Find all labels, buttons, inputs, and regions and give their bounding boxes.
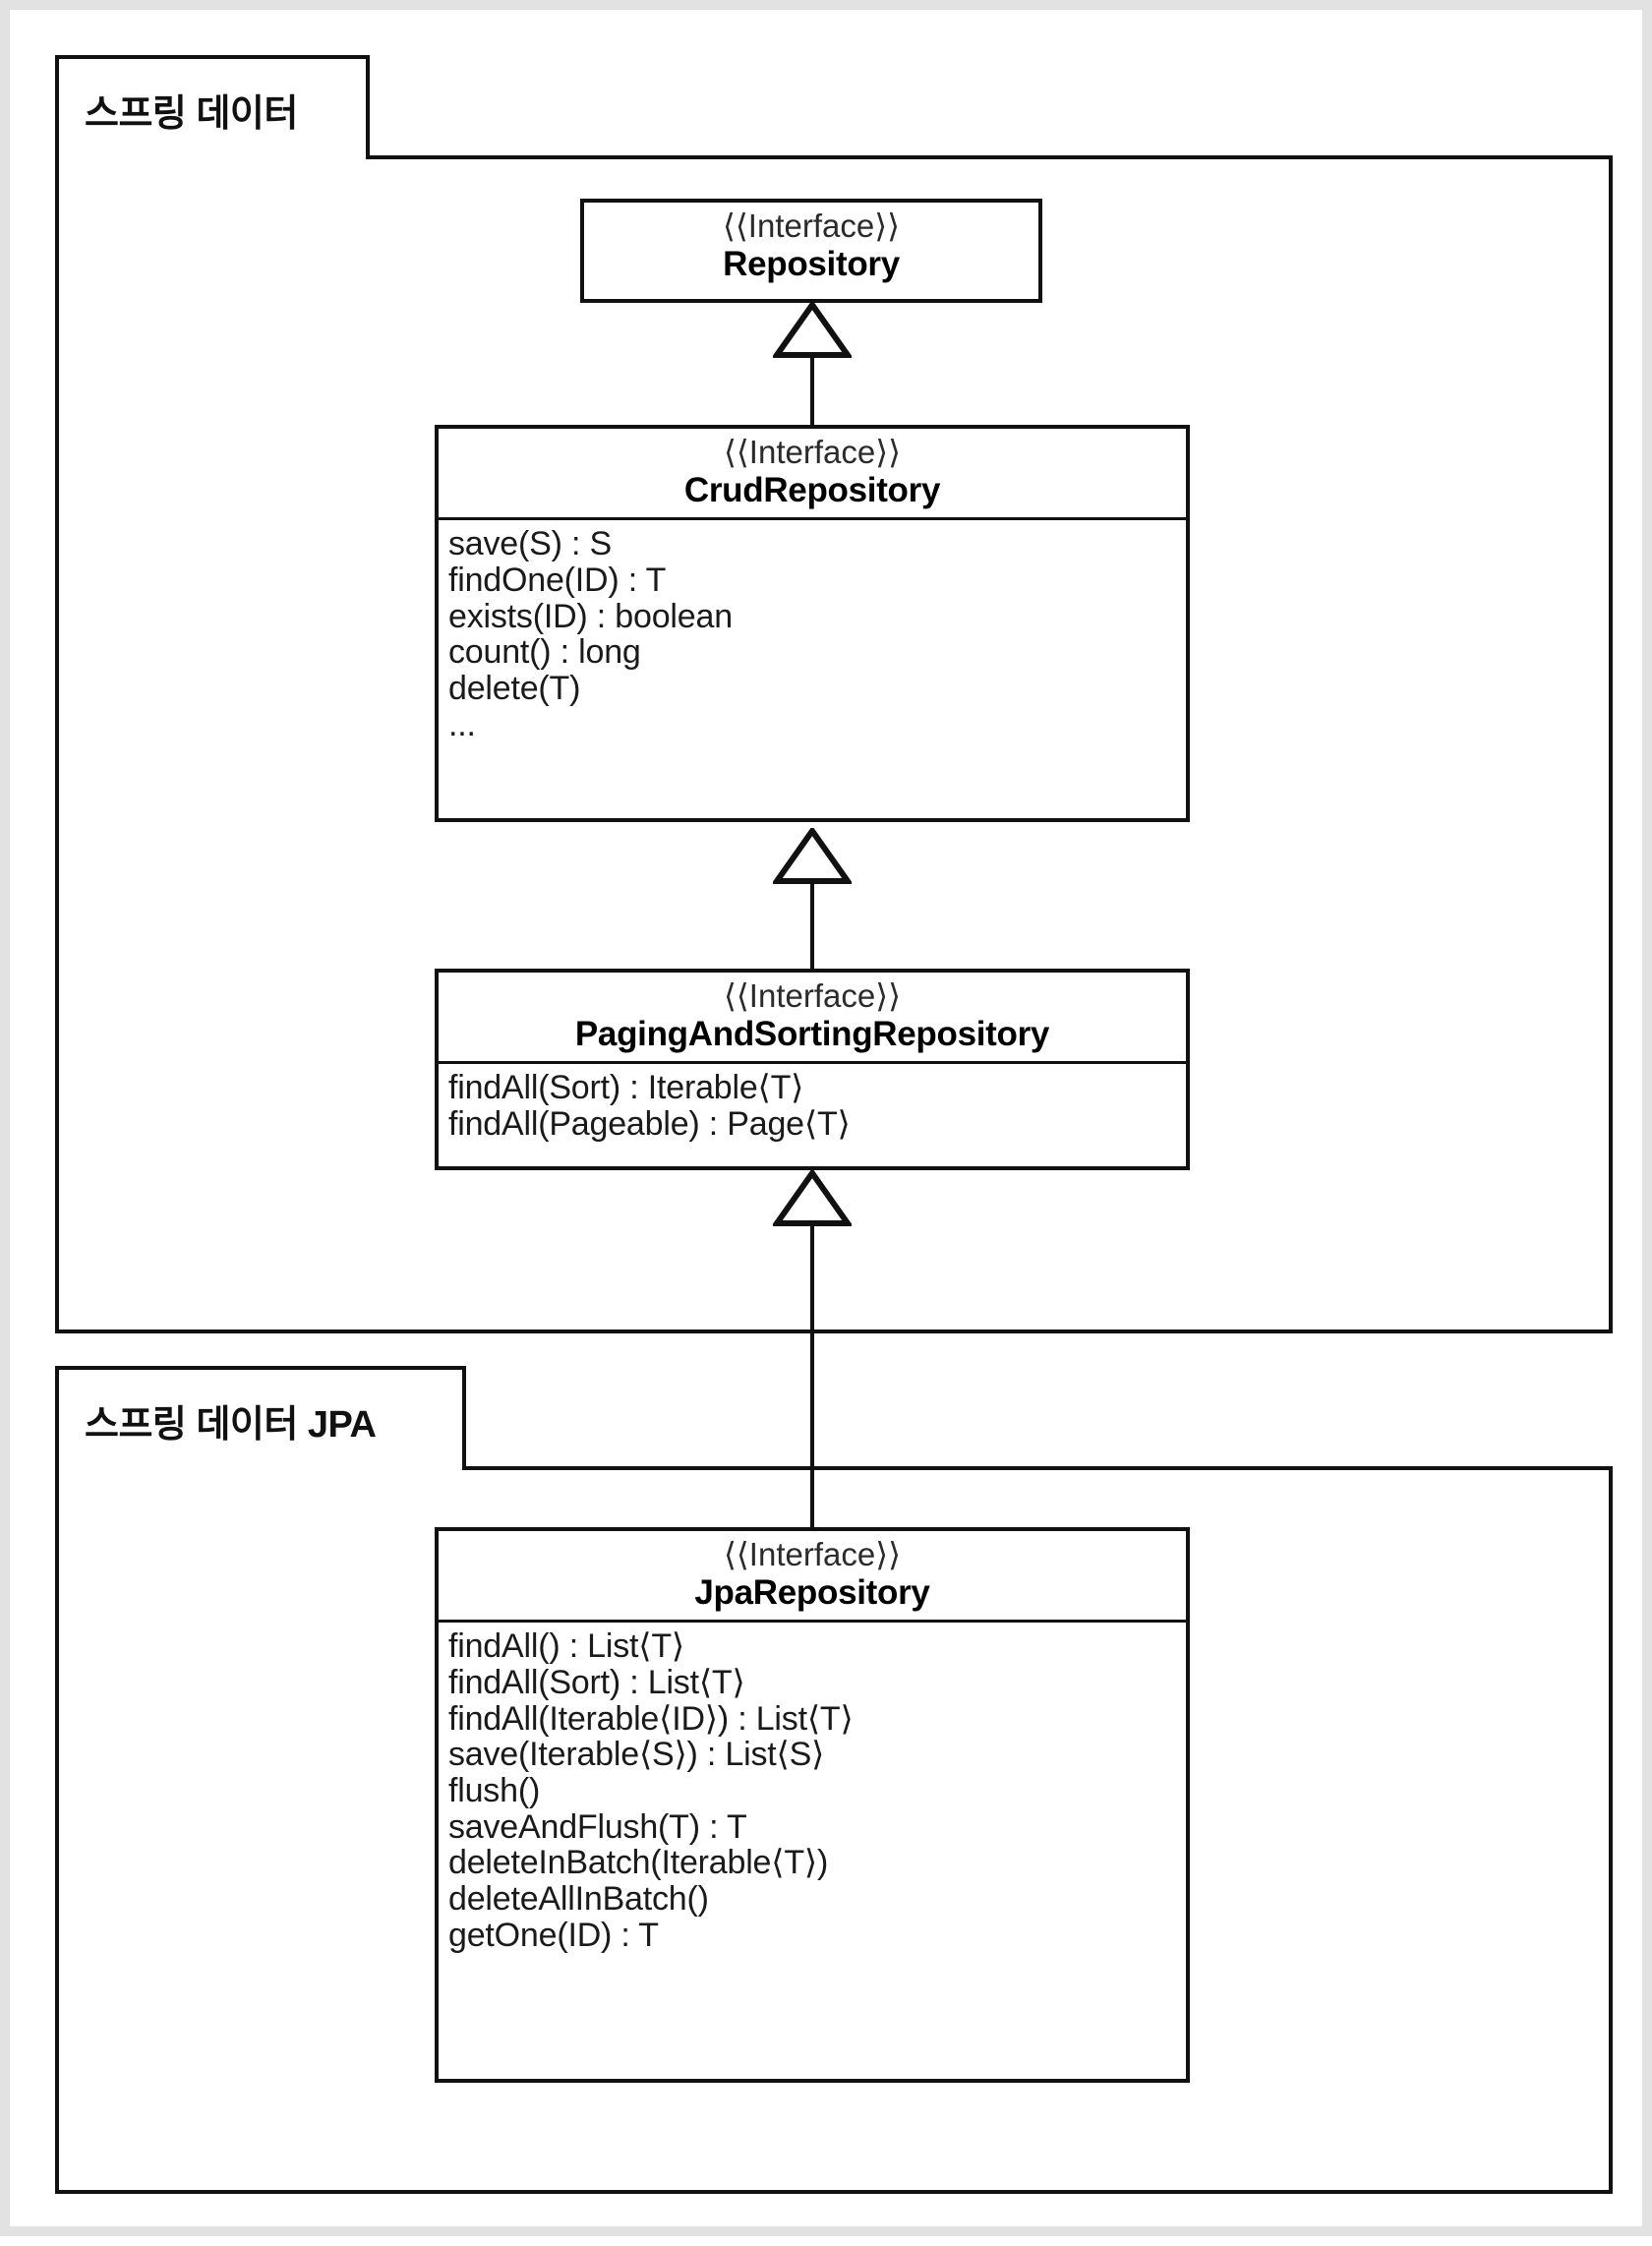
class-member: findAll(Sort) : Iterable⟨T⟩ bbox=[448, 1069, 804, 1107]
generalization-line-jpa-to-paging bbox=[810, 1217, 814, 1552]
class-members-crud-repository: save(S) : S findOne(ID) : T exists(ID) :… bbox=[439, 520, 1186, 752]
class-member: findAll(Sort) : List⟨T⟩ bbox=[448, 1663, 745, 1701]
class-member: save(Iterable⟨S⟩) : List⟨S⟩ bbox=[448, 1736, 825, 1774]
generalization-line-paging-to-crud bbox=[810, 875, 814, 991]
class-member: exists(ID) : boolean bbox=[448, 597, 733, 635]
class-name-crud-repository: CrudRepository bbox=[683, 470, 941, 509]
class-header-crud-repository: ⟨⟨Interface⟩⟩ CrudRepository bbox=[439, 429, 1186, 521]
class-stereotype-repository: ⟨⟨Interface⟩⟩ bbox=[723, 207, 900, 244]
package-tab-spring-data-jpa: 스프링 데이터 JPA bbox=[55, 1366, 466, 1470]
class-member: delete(T) bbox=[448, 670, 581, 708]
class-box-jpa-repository[interactable]: ⟨⟨Interface⟩⟩ JpaRepository findAll() : … bbox=[435, 1527, 1190, 2083]
class-box-repository[interactable]: ⟨⟨Interface⟩⟩ Repository bbox=[580, 199, 1042, 303]
package-tab-label-spring-data-jpa: 스프링 데이터 JPA bbox=[85, 1403, 377, 1446]
class-member: findAll(Iterable⟨ID⟩) : List⟨T⟩ bbox=[448, 1699, 854, 1738]
generalization-arrow-jpa-to-paging bbox=[773, 1170, 852, 1226]
package-tab-label-spring-data: 스프링 데이터 bbox=[85, 92, 298, 135]
generalization-arrow-crud-to-repository bbox=[773, 302, 852, 358]
class-members-paging-and-sorting-repository: findAll(Sort) : Iterable⟨T⟩ findAll(Page… bbox=[439, 1064, 1186, 1152]
diagram-canvas: 스프링 데이터 스프링 데이터 JPA ⟨⟨Inte bbox=[10, 10, 1652, 2246]
generalization-arrow-paging-to-crud bbox=[773, 828, 852, 884]
class-member: findAll() : List⟨T⟩ bbox=[448, 1627, 684, 1666]
class-member: findAll(Pageable) : Page⟨T⟩ bbox=[448, 1104, 851, 1143]
class-member: deleteInBatch(Iterable⟨T⟩) bbox=[448, 1844, 829, 1882]
class-member: count() : long bbox=[448, 633, 641, 672]
class-stereotype-paging-and-sorting-repository: ⟨⟨Interface⟩⟩ bbox=[724, 977, 901, 1014]
class-member: saveAndFlush(T) : T bbox=[448, 1807, 747, 1846]
class-box-paging-and-sorting-repository[interactable]: ⟨⟨Interface⟩⟩ PagingAndSortingRepository… bbox=[435, 969, 1190, 1170]
generalization-line-crud-to-repository bbox=[810, 349, 814, 430]
class-member: ... bbox=[448, 705, 476, 743]
class-header-jpa-repository: ⟨⟨Interface⟩⟩ JpaRepository bbox=[439, 1531, 1186, 1624]
class-name-repository: Repository bbox=[723, 244, 900, 283]
class-stereotype-jpa-repository: ⟨⟨Interface⟩⟩ bbox=[724, 1536, 901, 1572]
package-body-spring-data bbox=[55, 155, 1613, 1333]
package-body-spring-data-jpa bbox=[55, 1466, 1613, 2194]
package-tab-spring-data: 스프링 데이터 bbox=[55, 55, 370, 159]
class-header-repository: ⟨⟨Interface⟩⟩ Repository bbox=[584, 203, 1038, 291]
class-member: getOne(ID) : T bbox=[448, 1916, 659, 1954]
class-name-jpa-repository: JpaRepository bbox=[694, 1572, 930, 1612]
class-member: save(S) : S bbox=[448, 525, 612, 563]
class-header-paging-and-sorting-repository: ⟨⟨Interface⟩⟩ PagingAndSortingRepository bbox=[439, 973, 1186, 1065]
class-member: deleteAllInBatch() bbox=[448, 1880, 709, 1919]
class-box-crud-repository[interactable]: ⟨⟨Interface⟩⟩ CrudRepository save(S) : S… bbox=[435, 425, 1190, 822]
class-member: findOne(ID) : T bbox=[448, 561, 667, 599]
class-members-jpa-repository: findAll() : List⟨T⟩ findAll(Sort) : List… bbox=[439, 1623, 1186, 1963]
class-name-paging-and-sorting-repository: PagingAndSortingRepository bbox=[574, 1014, 1050, 1053]
class-stereotype-crud-repository: ⟨⟨Interface⟩⟩ bbox=[724, 434, 901, 470]
class-member: flush() bbox=[448, 1772, 541, 1810]
